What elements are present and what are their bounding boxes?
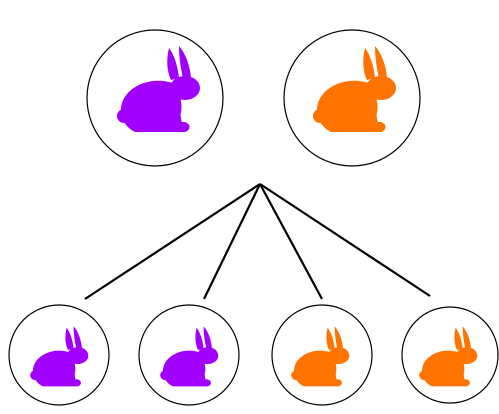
parent-purple <box>86 29 224 167</box>
offspring-2 <box>138 304 240 406</box>
connector-lines <box>84 183 431 300</box>
connector-line <box>259 183 431 297</box>
offspring-4 <box>401 306 499 404</box>
offspring-3 <box>271 304 373 406</box>
connector-line <box>84 183 261 300</box>
offspring-1 <box>8 304 110 406</box>
connector-line <box>259 183 323 300</box>
connector-line <box>203 183 261 300</box>
parent-orange <box>283 29 421 167</box>
parents <box>86 29 421 167</box>
offspring <box>8 304 499 406</box>
